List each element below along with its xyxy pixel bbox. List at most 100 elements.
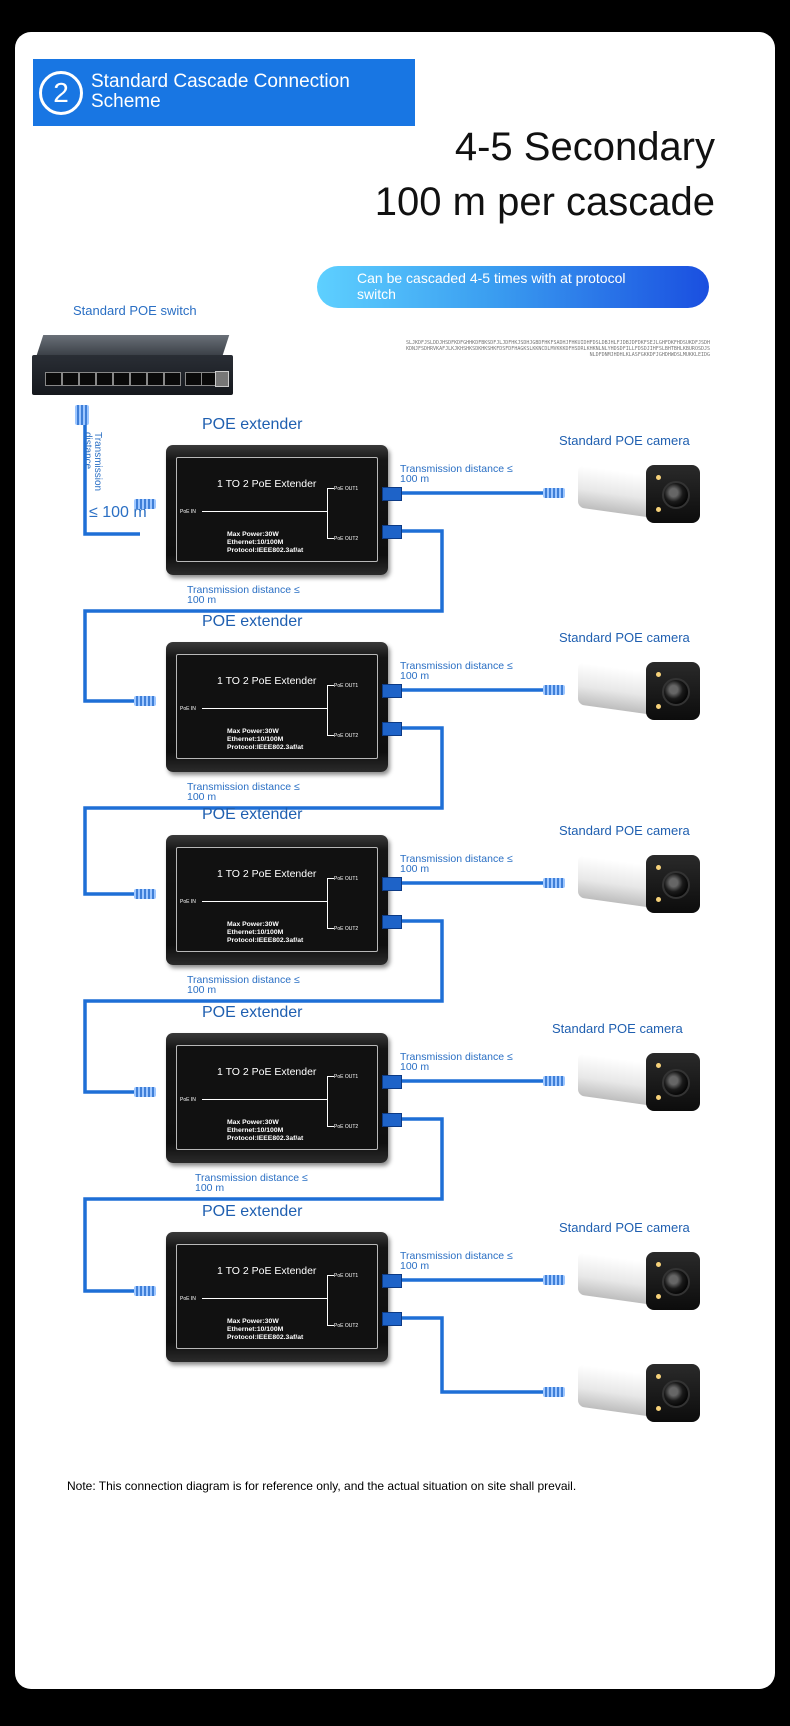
camera-link-distance: Transmission distance ≤ 100 m — [400, 853, 513, 875]
diagram-card: 2 Standard Cascade Connection Scheme 4-5… — [15, 32, 775, 1689]
poe-out2-label: PoE OUT2 — [334, 926, 359, 932]
out1-port — [382, 1075, 402, 1089]
out2-port — [382, 1113, 402, 1127]
section-number: 2 — [39, 71, 83, 115]
cascade-cable — [83, 529, 444, 703]
spec-power: Max Power:30W — [227, 921, 279, 928]
spec-protocol: Protocol:IEEE802.3af/at — [227, 744, 304, 751]
switch-uplink-plug — [75, 405, 89, 425]
poe-camera — [568, 660, 708, 726]
camera-label: Standard POE camera — [559, 630, 690, 645]
out1-port — [382, 684, 402, 698]
camera-plug — [543, 878, 565, 888]
camera-cable-extra — [400, 1316, 545, 1394]
spec-power: Max Power:30W — [227, 728, 279, 735]
le-100m-label: ≤ 100 m — [89, 504, 147, 521]
extender-model-label: 1 TO 2 PoE Extender — [217, 675, 317, 687]
out1-port — [382, 487, 402, 501]
cascade-cable — [83, 919, 444, 1094]
camera-plug — [543, 1076, 565, 1086]
poe-out1-label: PoE OUT1 — [334, 1273, 359, 1279]
fine-print: SLJKDFJSLDDJHSDFKDFGHHKDFBKSDFJLJDFHKJSD… — [405, 340, 710, 358]
cascade-info-text: Can be cascaded 4-5 times with at protoc… — [357, 270, 626, 302]
camera-plug — [543, 488, 565, 498]
out2-port — [382, 722, 402, 736]
section-title: Standard Cascade Connection Scheme — [91, 71, 350, 112]
cascade-distance: Transmission distance ≤ 100 m — [187, 974, 300, 996]
spec-power: Max Power:30W — [227, 531, 279, 538]
poe-camera-extra — [568, 1362, 708, 1428]
camera-link-distance: Transmission distance ≤ 100 m — [400, 660, 513, 682]
poe-camera — [568, 1051, 708, 1117]
poe-out2-label: PoE OUT2 — [334, 536, 359, 542]
switch-uplink-cable — [83, 424, 140, 536]
spec-protocol: Protocol:IEEE802.3af/at — [227, 1135, 304, 1142]
out2-port — [382, 1312, 402, 1326]
poe-in-plug — [134, 1286, 156, 1296]
poe-in-plug — [134, 696, 156, 706]
poe-out2-label: PoE OUT2 — [334, 733, 359, 739]
spec-protocol: Protocol:IEEE802.3af/at — [227, 547, 304, 554]
extender-model-label: 1 TO 2 PoE Extender — [217, 478, 317, 490]
poe-in-label: PoE IN — [180, 509, 196, 515]
extender-title: POE extender — [202, 806, 303, 823]
out2-port — [382, 525, 402, 539]
camera-plug — [543, 685, 565, 695]
cascade-cable — [83, 726, 444, 896]
extender-title: POE extender — [202, 1203, 303, 1220]
reference-note: Note: This connection diagram is for ref… — [67, 1479, 577, 1493]
extender-title: POE extender — [202, 1004, 303, 1021]
poe-out1-label: PoE OUT1 — [334, 486, 359, 492]
poe-in-plug — [134, 1087, 156, 1097]
poe-out1-label: PoE OUT1 — [334, 683, 359, 689]
out2-port — [382, 915, 402, 929]
poe-switch — [32, 335, 233, 397]
camera-label: Standard POE camera — [559, 433, 690, 448]
camera-label: Standard POE camera — [559, 1220, 690, 1235]
cascade-cable — [83, 1117, 444, 1293]
poe-out2-label: PoE OUT2 — [334, 1323, 359, 1329]
camera-link-distance: Transmission distance ≤ 100 m — [400, 1051, 513, 1073]
camera-link-distance: Transmission distance ≤ 100 m — [400, 1250, 513, 1272]
camera-link-distance: Transmission distance ≤ 100 m — [400, 463, 513, 485]
spec-ethernet: Ethernet:10/100M — [227, 539, 284, 546]
extender-title: POE extender — [202, 416, 303, 433]
spec-ethernet: Ethernet:10/100M — [227, 1127, 284, 1134]
switch-label: Standard POE switch — [73, 303, 197, 318]
spec-power: Max Power:30W — [227, 1119, 279, 1126]
spec-ethernet: Ethernet:10/100M — [227, 1326, 284, 1333]
extender-title: POE extender — [202, 613, 303, 630]
poe-in-plug — [134, 499, 156, 509]
extender-model-label: 1 TO 2 PoE Extender — [217, 1265, 317, 1277]
poe-camera — [568, 853, 708, 919]
camera-plug-extra — [543, 1387, 565, 1397]
extender-model-label: 1 TO 2 PoE Extender — [217, 868, 317, 880]
poe-out1-label: PoE OUT1 — [334, 876, 359, 882]
poe-camera — [568, 463, 708, 529]
camera-plug — [543, 1275, 565, 1285]
cascade-distance: Transmission distance ≤ 100 m — [187, 584, 300, 606]
poe-out2-label: PoE OUT2 — [334, 1124, 359, 1130]
poe-camera — [568, 1250, 708, 1316]
section-banner: 2 Standard Cascade Connection Scheme — [33, 59, 415, 126]
cascade-info-pill: Can be cascaded 4-5 times with at protoc… — [317, 266, 709, 308]
spec-protocol: Protocol:IEEE802.3af/at — [227, 937, 304, 944]
poe-in-plug — [134, 889, 156, 899]
cable-layer — [83, 424, 545, 1394]
camera-label: Standard POE camera — [552, 1021, 683, 1036]
poe-in-label: PoE IN — [180, 1097, 196, 1103]
headline-line1: 4-5 Secondary — [454, 125, 715, 169]
headline-line2: 100 m per cascade — [374, 180, 715, 224]
poe-in-label: PoE IN — [180, 1296, 196, 1302]
camera-label: Standard POE camera — [559, 823, 690, 838]
